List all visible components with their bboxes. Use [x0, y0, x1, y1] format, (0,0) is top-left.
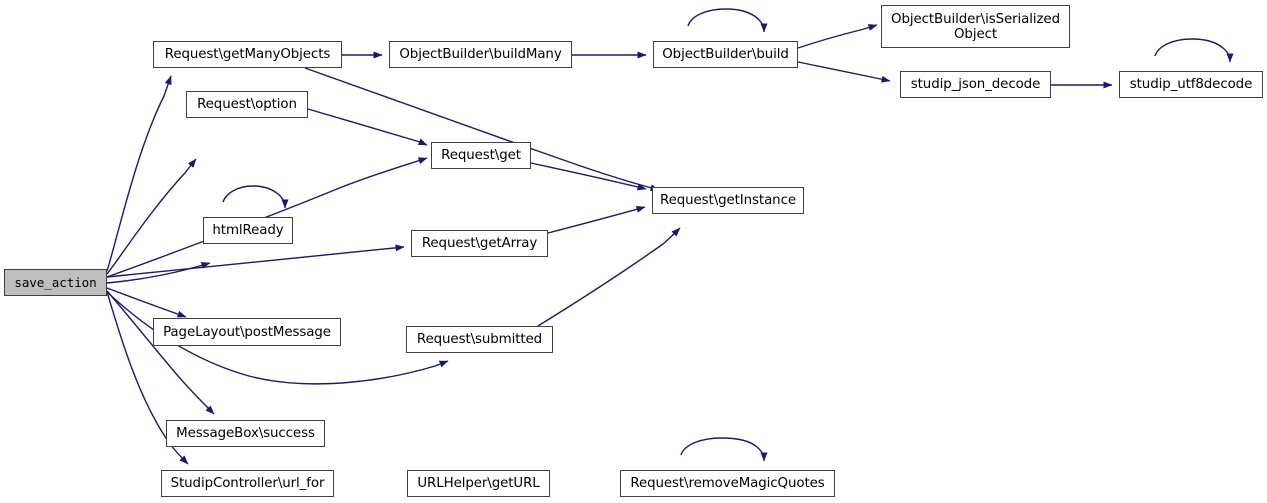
getManyObjects-to-getInstance [304, 67, 660, 192]
graph-node-option[interactable]: Request\option [186, 91, 308, 118]
graph-node-getInstance[interactable]: Request\getInstance [652, 187, 804, 214]
graph-node-json_decode[interactable]: studip_json_decode [900, 71, 1051, 98]
graph-node-removeMagicQuotes[interactable]: Request\removeMagicQuotes [620, 470, 835, 497]
save_action-to-option [106, 158, 197, 275]
graph-node-label: URLHelper\getURL [417, 476, 540, 491]
option-to-get [307, 108, 428, 146]
graph-node-getURL[interactable]: URLHelper\getURL [407, 470, 550, 497]
utf8decode-self-loop [1154, 38, 1234, 63]
graph-node-url_for[interactable]: StudipController\url_for [161, 470, 334, 497]
graph-node-label: MessageBox\success [176, 426, 315, 441]
graph-node-label: Request\submitted [416, 332, 543, 347]
graph-node-label: PageLayout\postMessage [163, 324, 331, 340]
graph-node-getManyObjects[interactable]: Request\getManyObjects [153, 41, 342, 68]
build-self-loop [687, 8, 768, 33]
save_action-to-submitted [106, 291, 449, 385]
save_action-to-get [106, 157, 428, 278]
save_action-to-getManyObjects [106, 75, 172, 272]
get-to-getInstance [530, 162, 647, 191]
htmlReady-self-loop [222, 185, 289, 209]
graph-node-htmlReady[interactable]: htmlReady [203, 217, 293, 244]
graph-node-build[interactable]: ObjectBuilder\build [653, 41, 798, 68]
graph-node-submitted[interactable]: Request\submitted [406, 326, 553, 353]
graph-node-label: Request\getManyObjects [164, 47, 331, 62]
save_action-to-postMessage [106, 287, 187, 318]
graph-node-label: Request\removeMagicQuotes [630, 476, 825, 491]
save_action-to-success [106, 290, 215, 415]
graph-node-label: save_action [14, 275, 97, 290]
graph-node-label: htmlReady [212, 223, 284, 238]
graph-node-label: Request\option [197, 97, 297, 112]
getArray-to-getInstance [547, 205, 646, 234]
graph-node-isSerializedObject[interactable]: ObjectBuilder\isSerialized Object [881, 5, 1070, 48]
save_action-to-url_for [106, 291, 189, 465]
graph-node-label: Request\getInstance [660, 193, 796, 208]
save_action-to-htmlReady [106, 261, 211, 284]
graph-node-label: ObjectBuilder\buildMany [399, 47, 562, 62]
graph-node-label: studip_json_decode [910, 77, 1041, 92]
graph-node-label: studip_utf8decode [1129, 77, 1253, 92]
removeMagicQuotes-self-loop [680, 437, 768, 462]
graph-node-label: Request\get [441, 148, 521, 163]
graph-edges [106, 8, 1234, 465]
graph-node-postMessage[interactable]: PageLayout\postMessage [153, 318, 341, 346]
graph-node-getArray[interactable]: Request\getArray [411, 230, 548, 257]
graph-node-label: ObjectBuilder\isSerialized Object [891, 11, 1060, 42]
build-to-isSerializedObject [797, 24, 878, 49]
graph-node-label: Request\getArray [421, 236, 538, 251]
save_action-to-getArray [106, 244, 405, 278]
graph-node-label: ObjectBuilder\build [662, 47, 789, 62]
graph-node-buildMany[interactable]: ObjectBuilder\buildMany [389, 41, 572, 68]
graph-node-success[interactable]: MessageBox\success [166, 420, 325, 447]
graph-node-utf8decode[interactable]: studip_utf8decode [1119, 71, 1263, 98]
graph-node-label: StudipController\url_for [170, 476, 325, 491]
graph-node-save_action[interactable]: save_action [4, 269, 107, 296]
build-to-json_decode [797, 61, 891, 83]
graph-node-get[interactable]: Request\get [431, 142, 531, 169]
submitted-to-getInstance [537, 227, 681, 327]
